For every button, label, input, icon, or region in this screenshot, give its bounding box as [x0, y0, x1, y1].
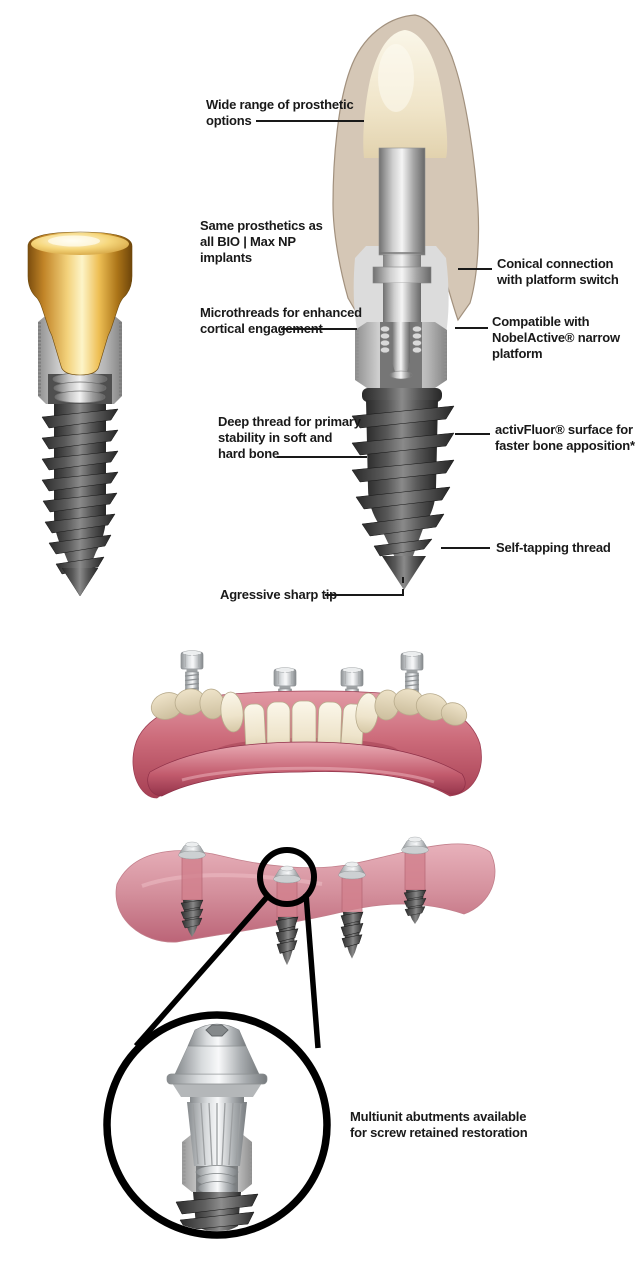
leader-microthreads	[281, 328, 357, 330]
zoom-source-ring	[257, 847, 317, 907]
arch-implant-1	[178, 841, 206, 938]
annotation-activfluor: activFluor® surface for faster bone appo…	[495, 422, 635, 454]
annotation-multiunit: Multiunit abutments available for screw …	[350, 1109, 528, 1141]
annotation-line: activFluor® surface for	[495, 422, 633, 437]
annotation-line: platform	[492, 346, 543, 361]
leader-sharp-tip-vertical	[402, 577, 404, 595]
annotation-line: for screw retained restoration	[350, 1125, 528, 1140]
annotation-line: all BIO | Max NP	[200, 234, 296, 249]
annotation-compatible-platform: Compatible with NobelActive® narrow plat…	[492, 314, 620, 362]
implant-collar-cross-section	[355, 322, 447, 388]
abutment-cylinder	[372, 147, 432, 323]
leader-conical-connection	[458, 268, 492, 270]
annotation-line: Microthreads for enhanced	[200, 305, 362, 320]
annotation-line: Conical connection	[497, 256, 614, 271]
annotation-line: implants	[200, 250, 252, 265]
annotation-conical-connection: Conical connection with platform switch	[497, 256, 619, 288]
gold-abutment-implant-illustration	[27, 231, 133, 597]
leader-activfluor	[455, 433, 490, 435]
magnifier-callout-illustration	[103, 847, 331, 1239]
annotation-line: Deep thread for primary	[218, 414, 361, 429]
magnifier-connector-right	[303, 893, 321, 1049]
annotation-wide-range: Wide range of prosthetic options	[206, 97, 354, 129]
crown-cross-section-implant-illustration	[332, 14, 480, 590]
annotation-line: stability in soft and	[218, 430, 333, 445]
annotation-same-prosthetics: Same prosthetics as all BIO | Max NP imp…	[200, 218, 323, 266]
annotation-line: Same prosthetics as	[200, 218, 323, 233]
leader-deep-thread	[277, 456, 367, 458]
arch-implant-3	[338, 861, 366, 959]
deep-thread-screw	[351, 388, 455, 590]
annotation-deep-thread: Deep thread for primary stability in sof…	[218, 414, 361, 462]
annotation-line: faster bone apposition*	[495, 438, 635, 453]
leader-wide-range	[256, 120, 364, 122]
annotation-line: Agressive sharp tip	[220, 587, 337, 602]
annotation-microthreads: Microthreads for enhanced cortical engag…	[200, 305, 362, 337]
annotation-line: Multiunit abutments available	[350, 1109, 527, 1124]
annotation-line: options	[206, 113, 252, 128]
arch-implant-4	[401, 836, 429, 925]
implant-screw-body	[41, 404, 119, 597]
annotation-line: Self-tapping thread	[496, 540, 611, 555]
annotation-sharp-tip: Agressive sharp tip	[220, 587, 337, 603]
annotation-line: cortical engagement	[200, 321, 323, 336]
leader-self-tapping	[441, 547, 490, 549]
annotation-self-tapping: Self-tapping thread	[496, 540, 611, 556]
annotation-line: Wide range of prosthetic	[206, 97, 354, 112]
annotation-line: Compatible with	[492, 314, 590, 329]
gold-abutment	[27, 231, 133, 376]
denture-with-screws-illustration	[132, 649, 482, 799]
annotation-line: with platform switch	[497, 272, 619, 287]
leader-sharp-tip	[325, 594, 404, 596]
annotation-line: hard bone	[218, 446, 280, 461]
leader-compatible-platform	[455, 327, 488, 329]
annotation-line: NobelActive® narrow	[492, 330, 620, 345]
multiunit-abutment-detail	[166, 1023, 268, 1231]
denture-gum-lip	[147, 741, 466, 797]
magnifier-connector-left	[133, 895, 270, 1048]
